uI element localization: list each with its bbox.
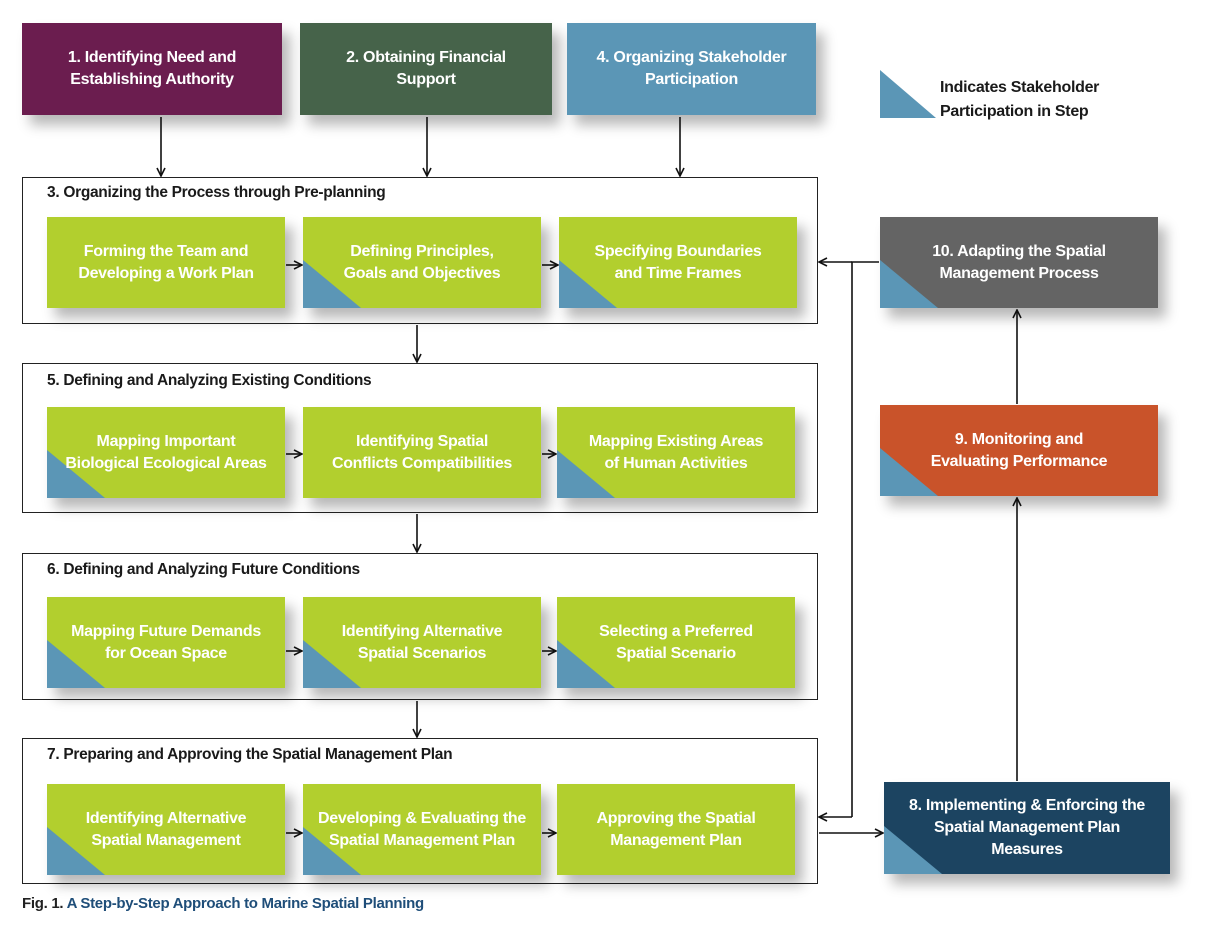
substep-label: Identifying Alternative Spatial Scenario… [341, 622, 503, 662]
substep-label: Developing & Evaluating the Spatial Mana… [318, 809, 526, 849]
legend-text: Indicates Stakeholder Participation in S… [940, 79, 1100, 120]
substep-label: Forming the Team and Developing a Work P… [78, 242, 254, 282]
substep-identifying-alternative-scenarios: Identifying Alternative Spatial Scenario… [303, 597, 541, 688]
group-5-title: 5. Defining and Analyzing Existing Condi… [47, 372, 372, 389]
step-10-box: 10. Adapting the Spatial Management Proc… [880, 217, 1158, 308]
step-4-box: 4. Organizing Stakeholder Participation [567, 23, 816, 115]
step-2-label: 2. Obtaining Financial Support [346, 49, 506, 88]
substep-label: Identifying Spatial Conflicts Compatibil… [331, 432, 513, 472]
substep-label: Approving the Spatial Management Plan [596, 809, 756, 849]
substep-selecting-preferred-scenario: Selecting a Preferred Spatial Scenario [557, 597, 795, 688]
substep-identifying-alternative-management: Identifying Alternative Spatial Manageme… [47, 784, 285, 875]
caption-fig-number: Fig. 1. [22, 895, 64, 912]
substep-label: Specifying Boundaries and Time Frames [594, 242, 762, 282]
substep-label: Mapping Important Biological Ecological … [65, 432, 267, 472]
step-1-label: 1. Identifying Need and Establishing Aut… [67, 49, 237, 88]
group-3-title: 3. Organizing the Process through Pre-pl… [47, 184, 386, 201]
step-4-label: 4. Organizing Stakeholder Participation [596, 49, 787, 88]
substep-mapping-future-demands: Mapping Future Demands for Ocean Space [47, 597, 285, 688]
caption-text: A Step-by-Step Approach to Marine Spatia… [66, 895, 425, 912]
substep-forming-team: Forming the Team and Developing a Work P… [47, 217, 285, 308]
substep-label: Mapping Existing Areas of Human Activiti… [588, 432, 764, 472]
substep-label: Selecting a Preferred Spatial Scenario [599, 622, 753, 662]
feedback-line [851, 261, 879, 817]
substep-specifying-boundaries: Specifying Boundaries and Time Frames [559, 217, 797, 308]
step-8-box: 8. Implementing & Enforcing the Spatial … [884, 782, 1170, 874]
step-9-box: 9. Monitoring and Evaluating Performance [880, 405, 1158, 496]
substep-developing-evaluating-plan: Developing & Evaluating the Spatial Mana… [303, 784, 541, 875]
substep-mapping-ecological-areas: Mapping Important Biological Ecological … [47, 407, 285, 498]
substep-label: Mapping Future Demands for Ocean Space [71, 622, 261, 662]
substep-label: Defining Principles, Goals and Objective… [343, 242, 501, 282]
step-10-label: 10. Adapting the Spatial Management Proc… [932, 242, 1106, 282]
substep-approving-plan: Approving the Spatial Management Plan [557, 784, 795, 875]
step-1-box: 1. Identifying Need and Establishing Aut… [22, 23, 282, 115]
figure-caption: Fig. 1. A Step-by-Step Approach to Marin… [22, 895, 424, 912]
group-7-title: 7. Preparing and Approving the Spatial M… [47, 746, 453, 763]
substep-identifying-conflicts: Identifying Spatial Conflicts Compatibil… [303, 407, 541, 498]
substep-mapping-human-activities: Mapping Existing Areas of Human Activiti… [557, 407, 795, 498]
step-2-box: 2. Obtaining Financial Support [300, 23, 552, 115]
group-6-title: 6. Defining and Analyzing Future Conditi… [47, 561, 360, 578]
substep-label: Identifying Alternative Spatial Manageme… [85, 809, 247, 849]
substep-defining-principles: Defining Principles, Goals and Objective… [303, 217, 541, 308]
step-9-label: 9. Monitoring and Evaluating Performance [930, 430, 1108, 470]
step-8-label: 8. Implementing & Enforcing the Spatial … [908, 797, 1146, 858]
